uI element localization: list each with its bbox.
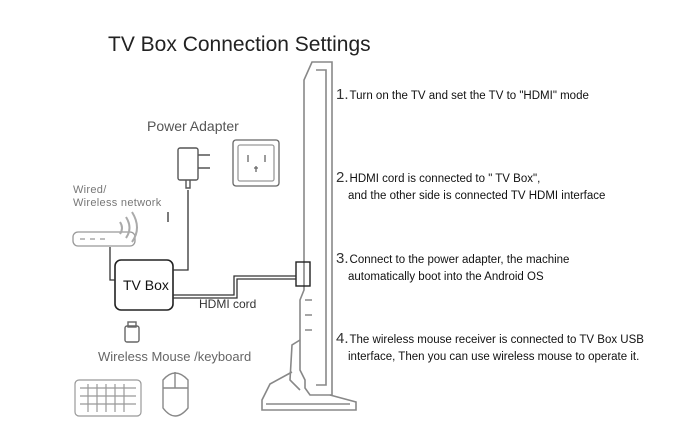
wifi-signal-icon: [119, 211, 138, 243]
usb-receiver-icon: [124, 321, 140, 343]
power-adapter-label: Power Adapter: [147, 118, 239, 134]
step-text-line2: automatically boot into the Android OS: [348, 271, 544, 283]
power-plug-icon: [177, 147, 210, 189]
step-text-line1: Turn on the TV and set the TV to "HDMI" …: [349, 90, 589, 102]
step-number: 2.: [336, 169, 349, 186]
network-label-line1: Wired/: [73, 184, 107, 196]
step-number: 1.: [336, 86, 349, 103]
router-icon: [72, 231, 136, 247]
tv-box-label: TV Box: [123, 277, 169, 293]
step-text-line2: interface, Then you can use wireless mou…: [348, 351, 640, 363]
keyboard-icon: [74, 379, 142, 417]
tv-box: [114, 259, 174, 311]
network-label: Wired/ Wireless network: [73, 184, 162, 210]
cables: [109, 190, 296, 299]
network-label-line2: Wireless network: [73, 197, 162, 209]
step-2: 2.HDMI cord is connected to " TV Box", a…: [336, 169, 605, 205]
step-text-line2: and the other side is connected TV HDMI …: [348, 190, 606, 202]
hdmi-cord-label: HDMI cord: [199, 297, 257, 311]
mouse-keyboard-label: Wireless Mouse /keyboard: [98, 349, 252, 364]
step-text-line1: HDMI cord is connected to " TV Box",: [349, 173, 541, 185]
step-number: 4.: [336, 330, 349, 347]
step-text-line1: The wireless mouse receiver is connected…: [349, 334, 644, 346]
tv-side-view-icon: [261, 61, 357, 411]
wall-outlet-icon: [232, 139, 280, 187]
step-3: 3.Connect to the power adapter, the mach…: [336, 250, 569, 286]
mouse-icon: [162, 372, 189, 417]
step-4: 4.The wireless mouse receiver is connect…: [336, 330, 644, 366]
page-title: TV Box Connection Settings: [108, 33, 371, 56]
step-text-line1: Connect to the power adapter, the machin…: [349, 254, 570, 266]
step-1: 1.Turn on the TV and set the TV to "HDMI…: [336, 86, 589, 105]
step-number: 3.: [336, 250, 349, 267]
